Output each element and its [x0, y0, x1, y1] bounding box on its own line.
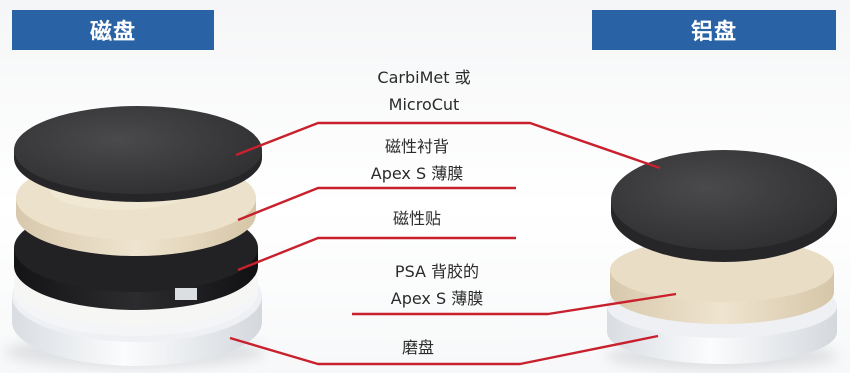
leader-abrasive: [235, 121, 661, 170]
abrasive-disc-layer: [14, 106, 262, 202]
label-magnetic-backed-film-line2: Apex S 薄膜: [370, 164, 464, 183]
leader-magnetic-sticker: [237, 236, 516, 272]
leader-platen: [229, 334, 659, 366]
label-abrasive-line2: MicroCut: [388, 95, 460, 114]
label-magnetic-backed-film-line1: 磁性衬背: [384, 137, 449, 156]
label-abrasive: CarbiMet 或 MicroCut: [318, 64, 530, 118]
label-platen: 磨盘: [318, 334, 518, 361]
aluminum-disc-title: 铝盘: [592, 10, 836, 50]
label-psa-film-line1: PSA 背胶的: [394, 262, 480, 281]
aluminum-abrasive-disc-layer: [611, 150, 837, 262]
leader-magnetic-film: [237, 186, 516, 222]
label-magnetic-sticker-text: 磁性贴: [392, 209, 441, 228]
magnetic-disc-stack: [5, 106, 265, 368]
label-psa-film-line2: Apex S 薄膜: [390, 289, 484, 308]
aluminum-disc-stack: [606, 150, 838, 370]
label-magnetic-sticker: 磁性贴: [318, 205, 516, 232]
label-abrasive-line1: CarbiMet 或: [377, 68, 471, 87]
magnet-notch: [175, 288, 197, 300]
label-psa-film: PSA 背胶的 Apex S 薄膜: [338, 258, 536, 312]
leader-psa-film: [352, 292, 677, 316]
leader-lines: [229, 121, 677, 366]
magnetic-disc-title: 磁盘: [12, 10, 214, 50]
label-magnetic-backed-film: 磁性衬背 Apex S 薄膜: [318, 133, 516, 187]
label-platen-text: 磨盘: [401, 338, 434, 357]
